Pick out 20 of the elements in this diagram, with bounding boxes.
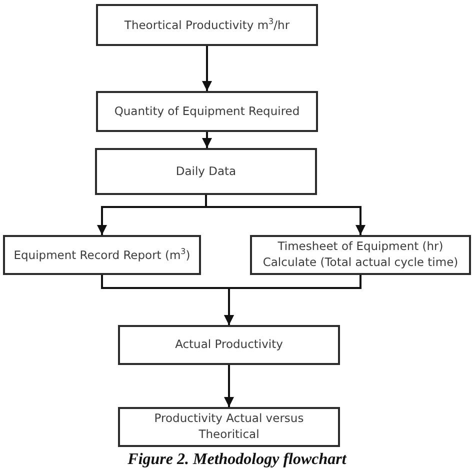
process-box xyxy=(96,91,318,132)
arrow xyxy=(205,195,366,235)
box-label: Timesheet of Equipment (hr) Calculate (Total actual cycle time) xyxy=(262,239,460,271)
arrow xyxy=(202,132,212,148)
process-box xyxy=(118,407,340,447)
process-box xyxy=(118,325,340,365)
box-label: Quantity of Equipment Required xyxy=(114,104,300,120)
box-label: Productivity Actual versus Theoritical xyxy=(153,411,305,443)
figure-caption: Figure 2. Methodology flowchart xyxy=(126,451,348,469)
arrow xyxy=(202,46,212,91)
process-box xyxy=(250,235,471,275)
box-label: Theortical Productivity m$^{3}$/hr xyxy=(124,16,290,34)
box-label: Equipment Record Report (m$^{3}$) xyxy=(14,246,190,264)
arrow xyxy=(224,275,362,325)
box-label: Daily Data xyxy=(176,164,236,180)
box-label: Actual Productivity xyxy=(175,337,283,353)
process-box xyxy=(95,148,317,195)
process-box xyxy=(96,4,318,46)
process-box xyxy=(3,235,201,275)
arrow xyxy=(224,365,234,407)
